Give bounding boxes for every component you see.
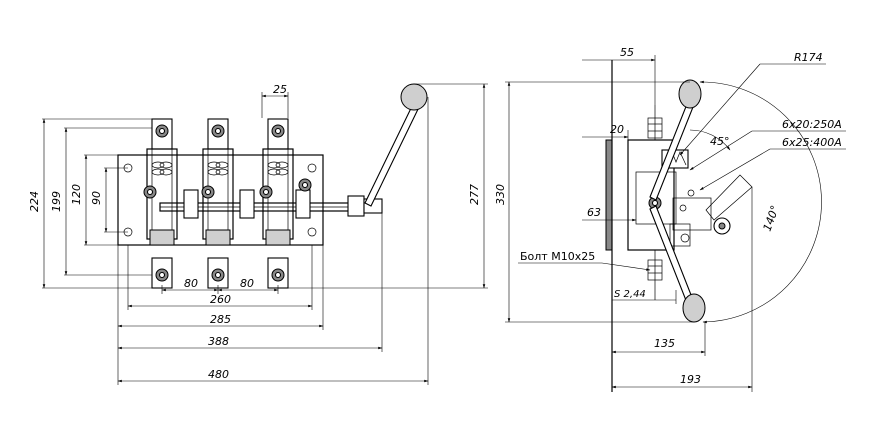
dim-55: 55: [620, 46, 634, 59]
dim-120: 120: [70, 184, 83, 205]
pole-right: [259, 118, 294, 289]
bolt-label: Болт М10х25: [520, 250, 595, 263]
handle: [364, 83, 428, 207]
dim-285: 285: [210, 313, 231, 326]
dim-330: 330: [494, 184, 507, 205]
gap-label: S 2,44: [614, 289, 646, 300]
lever-knob-top: [678, 79, 702, 109]
lever-knob-bottom: [682, 293, 706, 323]
drive-shaft: [159, 178, 383, 219]
radius-label: R174: [794, 51, 823, 64]
angle-140: 140°: [761, 204, 782, 233]
dim-80-left: 80: [184, 277, 198, 290]
mounting-plate: [605, 139, 613, 251]
dim-277: 277: [468, 184, 481, 205]
dim-25: 25: [273, 83, 287, 96]
pole-middle: [201, 118, 234, 289]
rating-400a: 6x25:400А: [782, 136, 842, 149]
dim-260: 260: [210, 293, 231, 306]
swing-arc: [699, 80, 822, 324]
front-view: 25 224 199 120 90 80 80 260 285: [28, 83, 488, 385]
dim-20: 20: [610, 123, 624, 136]
dim-90: 90: [90, 191, 103, 205]
dim-199: 199: [50, 191, 63, 212]
handle-knob: [400, 83, 428, 111]
rating-250a: 6x20:250А: [782, 118, 842, 131]
dim-388: 388: [208, 335, 229, 348]
dim-135: 135: [654, 337, 675, 350]
dim-480: 480: [208, 368, 229, 381]
dim-224: 224: [28, 191, 41, 212]
dim-193: 193: [680, 373, 701, 386]
dim-63: 63: [587, 206, 601, 219]
pole-left: [143, 118, 178, 289]
angle-45: 45°: [710, 135, 730, 148]
dim-80-right: 80: [240, 277, 254, 290]
side-view: 330 55 20 63 R174 45° 6x20:250А 6x25:400…: [494, 46, 846, 392]
